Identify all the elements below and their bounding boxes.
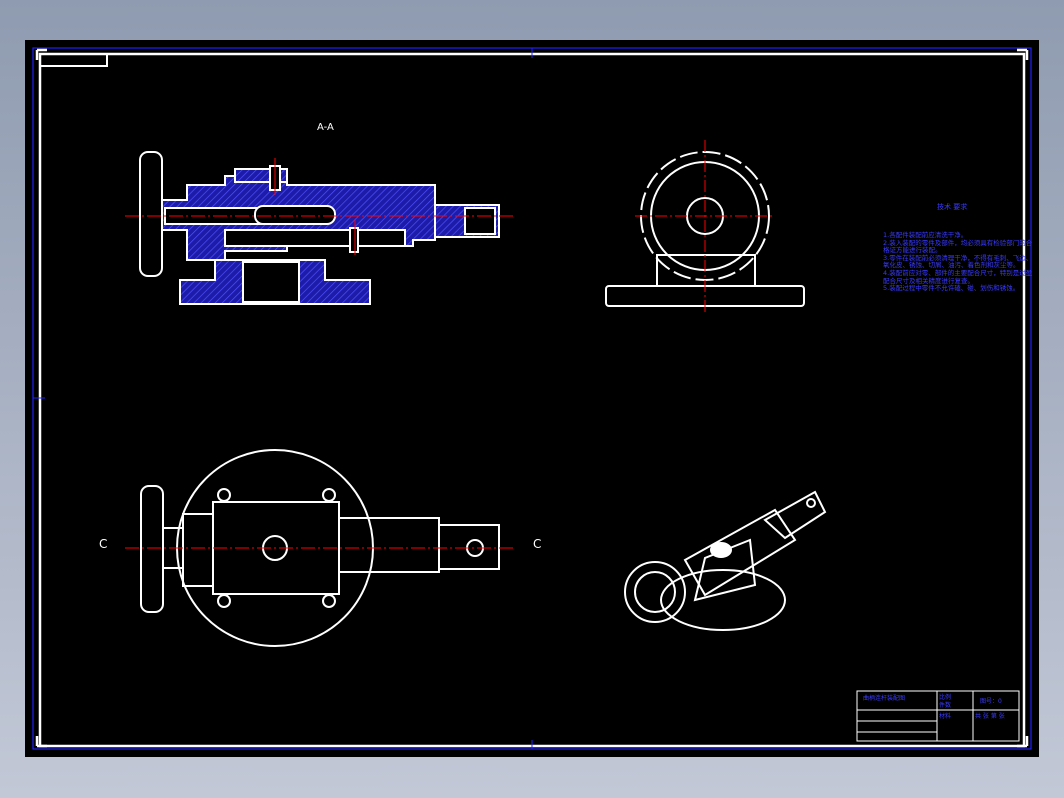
view-label-left: C bbox=[99, 537, 107, 551]
title-block-material: 材料 bbox=[939, 713, 952, 720]
section-label: A-A bbox=[317, 122, 334, 133]
technical-notes: 1.各配件装配前应清洗干净。 2.装入装配的零件及部件，均必须具有检验部门的合格… bbox=[883, 231, 1033, 293]
view-label-right: C bbox=[533, 537, 541, 551]
note-line: 2.装入装配的零件及部件，均必须具有检验部门的合格证方能进行装配。 bbox=[883, 238, 1033, 255]
note-line: 3.零件在装配前必须清理干净，不得有毛刺、飞边、氧化皮、锈蚀、切屑、油污、着色剂… bbox=[883, 253, 1033, 270]
inner-frame bbox=[38, 52, 1026, 748]
title-block-scale: 比例 bbox=[939, 694, 952, 701]
plan-view bbox=[125, 449, 515, 647]
side-view bbox=[605, 140, 805, 312]
section-view bbox=[125, 151, 515, 305]
cad-drawing: A-A C C bbox=[32, 47, 1032, 750]
title-block-name: 曲柄连杆装配图 bbox=[863, 695, 906, 702]
note-line: 1.各配件装配前应清洗干净。 bbox=[883, 231, 968, 239]
title-block-company: 共 张 第 张 bbox=[975, 713, 1005, 720]
note-line: 5.装配过程中零件不允许磕、碰、划伤和锈蚀。 bbox=[883, 284, 1020, 293]
drawing-sheet: A-A C C bbox=[25, 40, 1039, 757]
note-line: 4.装配前应对零、部件的主要配合尺寸，特别是过盈配合尺寸及相关精度进行复查。 bbox=[883, 268, 1033, 285]
notes-title: 技术 要求 bbox=[937, 203, 968, 211]
title-block-qty: 件数 bbox=[939, 702, 952, 709]
title-block-drawing-no: 图号：0 bbox=[980, 698, 1002, 705]
isometric-view bbox=[624, 490, 827, 631]
outer-frame bbox=[32, 47, 1032, 750]
title-block bbox=[856, 690, 1020, 742]
